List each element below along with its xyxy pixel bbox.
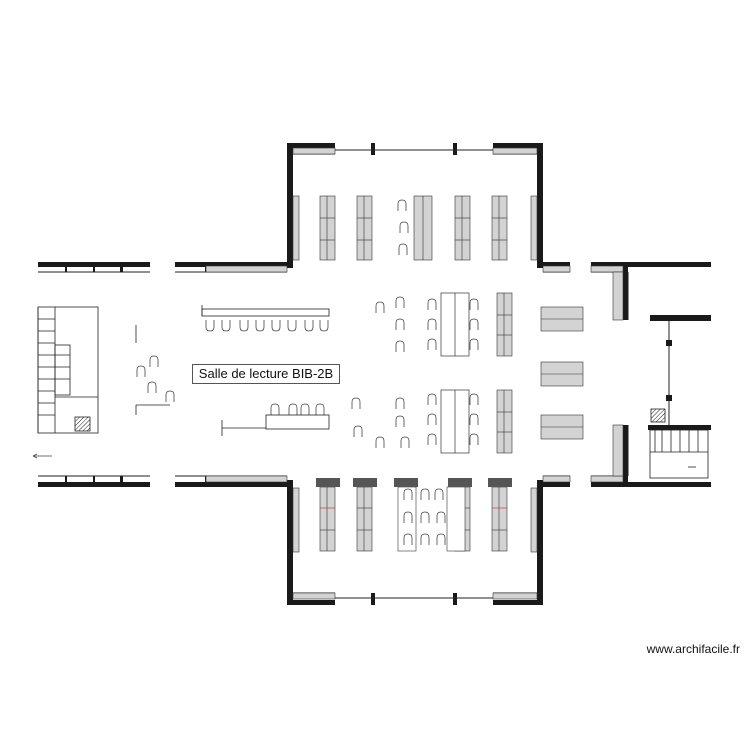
right-stair bbox=[649, 429, 709, 479]
walls bbox=[38, 143, 711, 605]
hatched-box-left bbox=[74, 416, 91, 432]
central-bookcases bbox=[496, 292, 584, 454]
bottom-wing-caps bbox=[316, 478, 512, 487]
left-stair bbox=[37, 306, 99, 434]
hatched-box-right bbox=[650, 408, 666, 423]
watermark: www.archifacile.fr bbox=[646, 642, 740, 656]
reading-tables bbox=[440, 292, 470, 454]
room-label: Salle de lecture BIB-2B bbox=[192, 364, 340, 384]
study-counters bbox=[135, 305, 330, 436]
bottom-wing-bookcases bbox=[319, 486, 508, 552]
door-arrow bbox=[32, 453, 52, 459]
top-wing-bookcases bbox=[319, 195, 508, 261]
wall-shelving bbox=[205, 147, 624, 600]
